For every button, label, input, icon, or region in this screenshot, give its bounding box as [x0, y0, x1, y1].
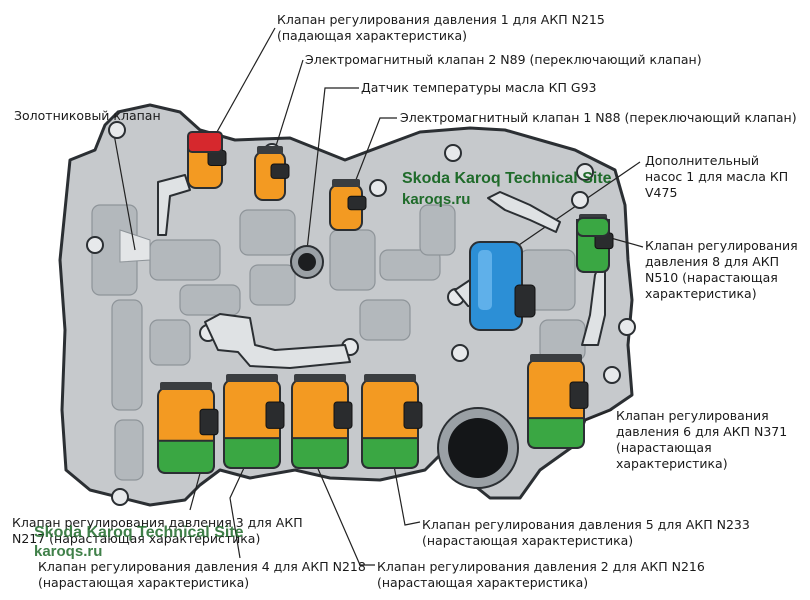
label-n510-line4: характеристика)	[645, 286, 757, 301]
channel-8	[419, 204, 456, 256]
leader-6	[499, 161, 641, 259]
valve-n233	[361, 374, 423, 469]
temperature-sensor-g93	[290, 245, 324, 279]
watermark-site-top: Skoda Karoq Technical Site	[402, 170, 612, 187]
leader-12	[311, 454, 375, 566]
label-n371: Клапан регулирования давления 6 для АКП …	[616, 408, 787, 472]
bolt-hole-15	[576, 163, 594, 181]
channel-4	[179, 284, 241, 316]
label-n215-line1: Клапан регулирования давления 1 для АКП …	[277, 12, 605, 27]
leader-10	[391, 454, 421, 526]
bolt-hole-11	[451, 344, 469, 362]
valve-n89	[254, 146, 290, 201]
label-n218: Клапан регулирования давления 4 для АКП …	[38, 559, 366, 591]
leader-11	[229, 454, 251, 559]
label-n88: Электромагнитный клапан 1 N88 (переключа…	[400, 110, 797, 126]
label-n218-line1: Клапан регулирования давления 4 для АКП …	[38, 559, 366, 574]
channel-15	[359, 299, 411, 341]
pipe-right	[581, 267, 606, 346]
channel-relief	[91, 204, 586, 481]
label-v475-line3: V475	[645, 185, 678, 200]
label-n371-line2: давления 6 для АКП N371	[616, 424, 788, 439]
label-n215: Клапан регулирования давления 1 для АКП …	[277, 12, 605, 44]
channel-11	[114, 419, 144, 481]
valve-n218	[223, 374, 285, 469]
leader-4	[111, 122, 136, 251]
label-v475-line2: насос 1 для масла КП	[645, 169, 789, 184]
solenoid-valves	[157, 131, 614, 474]
label-g93: Датчик температуры масла КП G93	[361, 80, 596, 96]
label-n217-line1: Клапан регулирования давления 3 для АКП	[12, 515, 303, 530]
watermark-domain-top: karoqs.ru	[402, 191, 471, 208]
label-v475-line1: Дополнительный	[645, 153, 760, 168]
label-n233: Клапан регулирования давления 5 для АКП …	[422, 517, 750, 549]
slide-valve-body	[119, 229, 151, 263]
bolt-hole-4	[369, 179, 387, 197]
label-n510: Клапан регулирования давления 8 для АКП …	[645, 238, 798, 302]
channel-2	[111, 299, 143, 411]
valve-n217	[157, 382, 219, 474]
label-v475: Дополнительный насос 1 для масла КП V475	[645, 153, 788, 201]
label-n233-line2: (нарастающая характеристика)	[422, 533, 634, 548]
label-n89-line1: Электромагнитный клапан 2 N89 (переключа…	[305, 52, 702, 67]
bolt-hole-8	[618, 318, 636, 336]
label-n510-line3: N510 (нарастающая	[645, 270, 778, 285]
leader-5	[351, 117, 397, 191]
bolt-hole-14	[86, 236, 104, 254]
label-g93-line1: Датчик температуры масла КП G93	[361, 80, 597, 95]
label-n371-line3: (нарастающая	[616, 440, 712, 455]
label-n371-line1: Клапан регулирования	[616, 408, 769, 423]
channel-7	[379, 249, 441, 281]
label-n89: Электромагнитный клапан 2 N89 (переключа…	[305, 52, 702, 68]
label-n217: Клапан регулирования давления 3 для АКП …	[12, 515, 303, 547]
label-n215-line2: (падающая характеристика)	[277, 28, 468, 43]
valve-n88	[329, 179, 367, 231]
valve-n215-cap	[187, 131, 223, 153]
label-n216-line2: (нарастающая характеристика)	[377, 575, 589, 590]
label-slide-valve: Золотниковый клапан	[14, 108, 161, 124]
label-n216-line1: Клапан регулирования давления 2 для АКП …	[377, 559, 705, 574]
channel-5	[239, 209, 296, 256]
bolt-hole-3	[444, 144, 462, 162]
leader-3	[306, 87, 359, 251]
label-n371-line4: характеристика)	[616, 456, 728, 471]
watermark-site-bottom: Skoda Karoq Technical Site	[34, 524, 244, 541]
channel-9	[249, 264, 296, 306]
channel-10	[149, 319, 191, 366]
leader-1	[207, 27, 276, 149]
label-n88-line1: Электромагнитный клапан 1 N88 (переключа…	[400, 110, 797, 125]
bracket-right	[487, 191, 561, 233]
oil-outlet	[437, 407, 519, 489]
label-n216: Клапан регулирования давления 2 для АКП …	[377, 559, 705, 591]
label-n510-line1: Клапан регулирования	[645, 238, 798, 253]
label-n233-line1: Клапан регулирования давления 5 для АКП …	[422, 517, 750, 532]
label-n510-line2: давления 8 для АКП	[645, 254, 780, 269]
channel-3	[149, 239, 221, 281]
bolt-hole-12	[603, 366, 621, 384]
watermark-domain-bottom: karoqs.ru	[34, 543, 103, 560]
bolt-hole-13	[111, 488, 129, 506]
channel-6	[329, 229, 376, 291]
bolt-hole-5	[571, 191, 589, 209]
bracket-middle	[204, 313, 351, 369]
pump-v475	[469, 241, 536, 331]
valve-n371	[527, 354, 589, 449]
bolt-hole-1	[108, 121, 126, 139]
label-n218-line2: (нарастающая характеристика)	[38, 575, 250, 590]
label-n217-line2: N217 (нарастающая характеристика)	[12, 531, 261, 546]
bracket-left	[157, 174, 191, 236]
label-slide-valve-line1: Золотниковый клапан	[14, 108, 161, 123]
valve-n216	[291, 374, 353, 469]
valve-n510-top	[576, 217, 610, 237]
